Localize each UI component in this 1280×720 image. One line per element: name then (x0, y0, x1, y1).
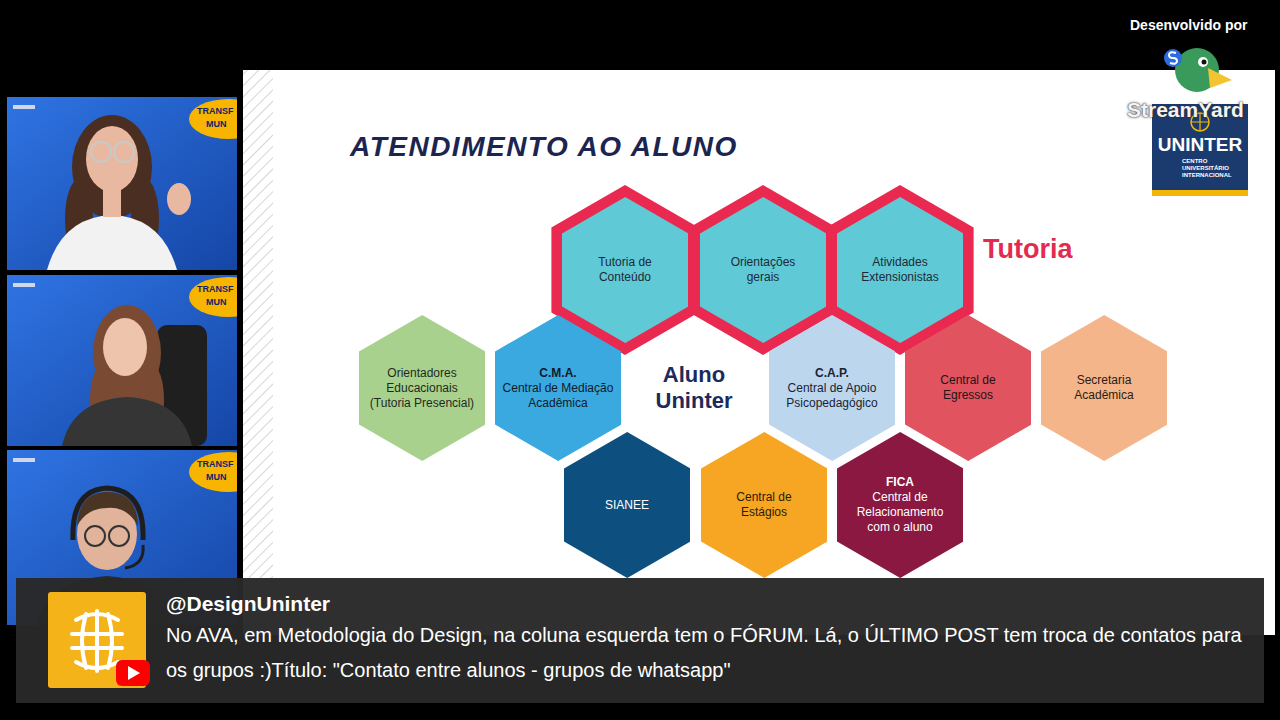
headset (73, 488, 143, 540)
panel-banner-text: TRANSF (197, 459, 234, 469)
hexagon-label: Central de Relacionamento com o aluno (850, 490, 950, 535)
hexagon-label: Central de Egressos (918, 373, 1018, 403)
glasses (85, 526, 105, 546)
avatar-square (48, 592, 146, 688)
top (62, 397, 192, 446)
service-hexagon: FICACentral de Relacionamento com o alun… (837, 432, 963, 578)
hexagon-fill (837, 432, 963, 578)
hexagon-fill (701, 432, 827, 578)
hexagon-label: Tutoria de Conteúdo (575, 255, 675, 285)
face (86, 126, 138, 192)
hexagon-label: Central de Mediação Acadêmica (499, 381, 617, 411)
hexagon-fill (359, 315, 485, 461)
service-hexagon: Secretaria Acadêmica (1041, 315, 1167, 461)
hand (167, 183, 191, 215)
logo-wordmark: UNINTER (1152, 134, 1248, 156)
panel-banner-text: MUN (206, 297, 227, 307)
hexagon-fill (700, 197, 826, 343)
logo-subtitle: CENTRO UNIVERSITÁRIO INTERNACIONAL (1182, 158, 1244, 179)
shirt (47, 215, 177, 270)
tutoria-hexagon: Atividades Extensionistas (837, 197, 963, 343)
comment-text: No AVA, em Metodologia do Design, na col… (166, 618, 1252, 688)
panel-banner-text: TRANSF (197, 106, 234, 116)
service-hexagon: Central de Egressos (905, 315, 1031, 461)
slide-hatch (243, 70, 273, 635)
panel-banner-text: MUN (206, 119, 227, 129)
hexagon-fill (564, 432, 690, 578)
hexagon-label: Secretaria Acadêmica (1054, 373, 1154, 403)
hexagon-heading: C.M.A. (539, 366, 576, 381)
duck-pupil (1202, 60, 1207, 65)
hexagon-heading: C.A.P. (815, 366, 849, 381)
duck-eye (1198, 57, 1208, 67)
tutoria-hexagon: Tutoria de Conteúdo (562, 197, 688, 343)
hexagon-label: Atividades Extensionistas (850, 255, 950, 285)
hexagon-label: Orientadores Educacionais (Tutoria Prese… (366, 366, 478, 411)
hexagon-label: Orientações gerais (718, 255, 808, 285)
slide-title: ATENDIMENTO AO ALUNO (350, 131, 738, 163)
hexagon-heading: FICA (886, 475, 914, 490)
panel-banner-text: MUN (206, 472, 227, 482)
duck-beak (1208, 68, 1232, 88)
badge-mark (1169, 52, 1177, 63)
panel-banner-text: TRANSF (197, 284, 234, 294)
face (103, 318, 147, 376)
service-hexagon: C.A.P.Central de Apoio Psicopedagógico (769, 315, 895, 461)
service-hexagon: SIANEE (564, 432, 690, 578)
hexagon-fill (905, 315, 1031, 461)
mini-logo (13, 283, 35, 287)
badge (1164, 49, 1182, 67)
tutoria-hexagon: Orientações gerais (700, 197, 826, 343)
banner-blob (189, 99, 237, 139)
streamyard-logo (1164, 48, 1232, 92)
center-label: Aluno Uninter (639, 362, 749, 414)
youtube-play (128, 666, 140, 680)
hexagon-label: Central de Apoio Psicopedagógico (774, 381, 890, 411)
comment-author: @DesignUninter (166, 590, 1252, 618)
brand-watermark: StreamYard (1127, 98, 1244, 122)
hexagon-fill (769, 315, 895, 461)
glasses (91, 142, 111, 162)
comment-banner: @DesignUninterNo AVA, em Metodologia do … (16, 578, 1264, 703)
banner-blob (189, 277, 237, 317)
hexagon-label: SIANEE (605, 498, 649, 513)
service-hexagon: C.M.A.Central de Mediação Acadêmica (495, 315, 621, 461)
glasses (114, 142, 134, 162)
slide-background (243, 70, 1275, 635)
group-heading: Tutoria (983, 234, 1073, 265)
hexagon-fill (1041, 315, 1167, 461)
glasses (109, 526, 129, 546)
credit-text: Desenvolvido por (1130, 17, 1247, 33)
service-hexagon: Orientadores Educacionais (Tutoria Prese… (359, 315, 485, 461)
hexagon-label: Central de Estágios (714, 490, 814, 520)
hexagon-fill (562, 197, 688, 343)
youtube-icon (116, 660, 150, 686)
banner-blob (189, 452, 237, 492)
hexagon-fill (495, 315, 621, 461)
mini-logo (13, 458, 35, 462)
microphone (125, 545, 143, 568)
globe-grid (72, 611, 122, 671)
avatar-icon (16, 578, 156, 688)
hexagon-fill (837, 197, 963, 343)
service-hexagon: Central de Estágios (701, 432, 827, 578)
mini-logo (13, 105, 35, 109)
